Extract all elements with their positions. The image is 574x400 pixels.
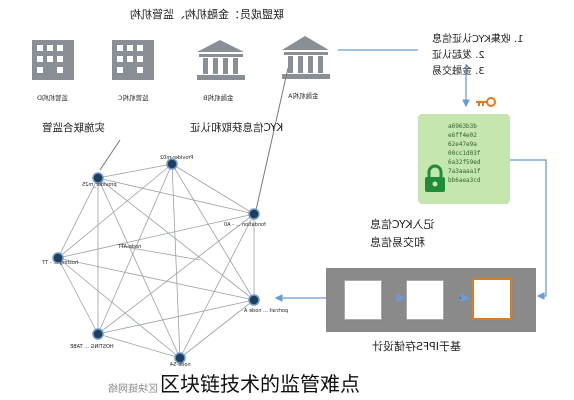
lock-icon bbox=[425, 164, 445, 192]
network-node bbox=[166, 158, 178, 170]
network-node bbox=[92, 172, 104, 184]
node-label: Provider-m02 bbox=[160, 155, 194, 161]
network-node bbox=[248, 294, 260, 306]
line-financial-to-network bbox=[255, 67, 289, 211]
blockchain-network bbox=[52, 158, 260, 364]
network-label: 区块链网络 bbox=[108, 384, 158, 395]
office-building-icon bbox=[32, 40, 74, 80]
key-icon bbox=[476, 97, 496, 107]
ipfs-storage-box bbox=[326, 268, 536, 332]
node-label: portrait ... node A bbox=[244, 308, 289, 314]
institution-regulator-d: 监管机构D bbox=[28, 36, 78, 102]
node-label: HOSTING ... TABE bbox=[70, 344, 114, 350]
node-label: provider_m25 bbox=[82, 182, 117, 188]
document-icon bbox=[344, 280, 382, 320]
caption: 区块链技术的监管难点 bbox=[160, 372, 360, 396]
document-icon bbox=[406, 280, 444, 320]
hash-line: 6a32f59ed bbox=[448, 159, 481, 166]
network-node bbox=[52, 252, 64, 264]
node-label: node-ATT bbox=[118, 244, 142, 250]
hash-line: a6963b3b bbox=[448, 123, 477, 130]
network-node bbox=[248, 208, 260, 220]
hash-line: e6ff4e02 bbox=[448, 132, 477, 139]
document-icon bbox=[472, 278, 512, 320]
bank-building-icon bbox=[197, 40, 245, 80]
hash-line: bb6aea3cd bbox=[448, 177, 481, 184]
hash-record-scroll: a6963b3b e6ff4e02 62e47e9a 00cc1d03f 6a3… bbox=[418, 114, 510, 204]
institution-financial-b: 金融机构B bbox=[193, 36, 248, 102]
bank-building-icon bbox=[282, 36, 330, 79]
institutions-row: 监管机构D 监管机构C 金融机构B bbox=[28, 36, 330, 116]
hash-lines: a6963b3b e6ff4e02 62e47e9a 00cc1d03f 6a3… bbox=[448, 122, 481, 185]
office-building-icon bbox=[112, 40, 154, 80]
node-label: fondation ... - A0 bbox=[224, 222, 266, 228]
hash-line: 7a3aaaa1f bbox=[448, 168, 481, 175]
institution-financial-a: 金融机构A bbox=[278, 32, 333, 100]
network-node bbox=[174, 352, 186, 364]
arrow-hash-to-ipfs bbox=[510, 159, 547, 300]
institution-regulator-c: 监管机构C bbox=[108, 36, 158, 102]
network-node bbox=[92, 328, 104, 340]
hash-line: 00cc1d03f bbox=[448, 150, 481, 157]
line-regulator-to-network bbox=[99, 139, 121, 171]
node-label: hosting ... - T7 bbox=[42, 260, 79, 266]
hash-line: 62e47e9a bbox=[448, 141, 477, 148]
